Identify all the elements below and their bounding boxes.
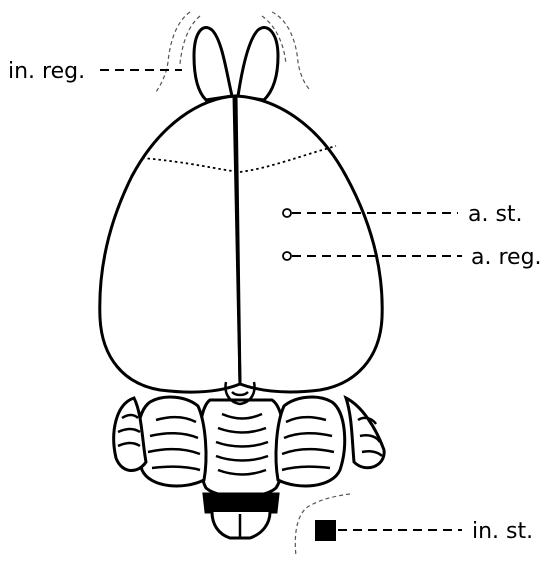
brainstem — [204, 494, 278, 538]
label-injection-region: in. reg. — [8, 59, 85, 84]
injection-region-outline — [156, 12, 310, 92]
olfactory-bulbs — [194, 28, 278, 100]
injection-site-marker — [315, 520, 336, 541]
label-analysis-region: a. reg. — [471, 245, 542, 270]
analysis-site-marker — [283, 209, 291, 217]
cerebral-hemispheres — [100, 96, 382, 392]
label-analysis-site: a. st. — [468, 202, 523, 227]
label-injection-site: in. st. — [472, 519, 533, 544]
analysis-region-marker — [283, 252, 291, 260]
